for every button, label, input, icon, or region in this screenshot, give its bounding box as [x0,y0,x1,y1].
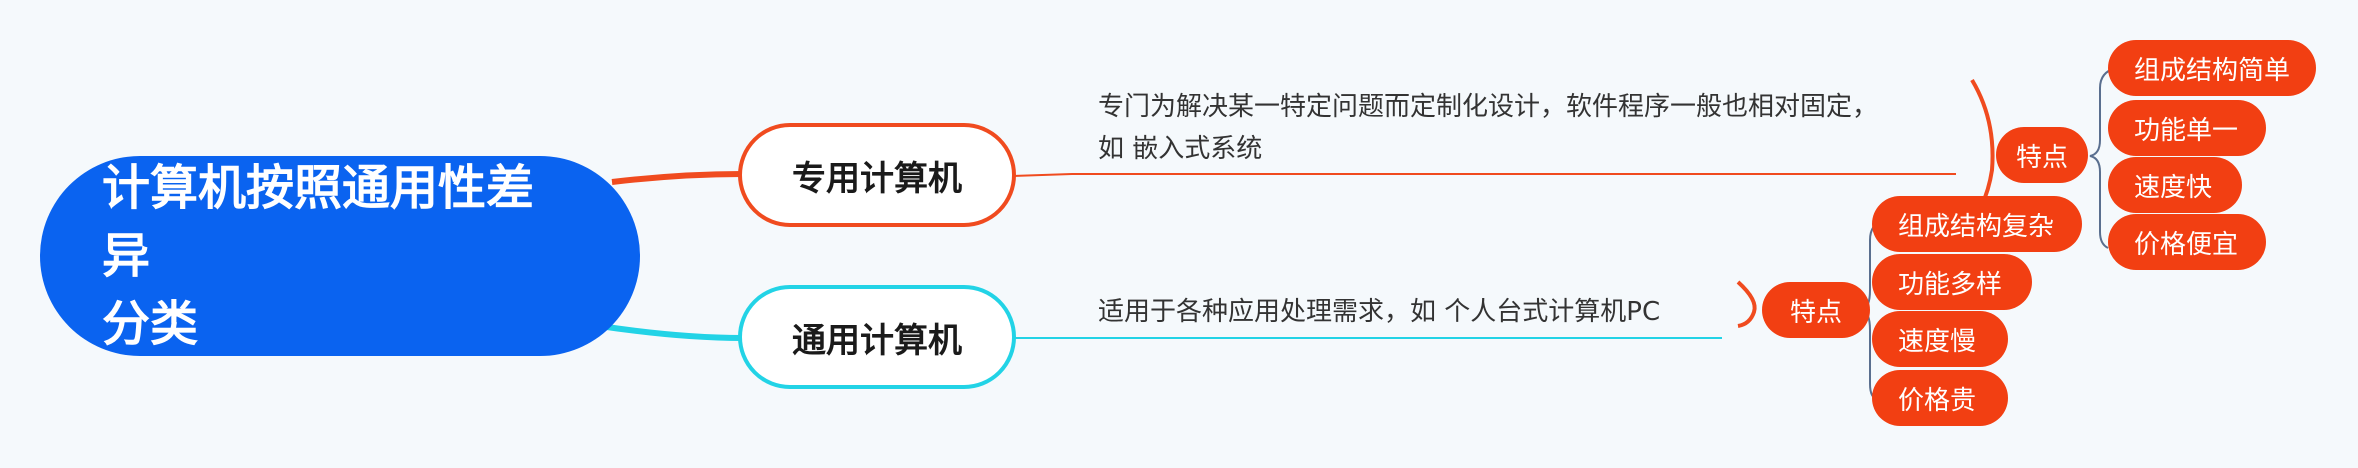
root-title-line2: 分类 [102,296,199,352]
general-description-line1: 适用于各种应用处理需求，如 个人台式计算机PC [1098,297,1661,327]
special-feature-4[interactable]: 价格便宜 [2108,214,2266,270]
root-to-general-connector [599,323,743,341]
root-title-line1: 计算机按照通用性差异 [102,160,535,284]
general-description: 适用于各种应用处理需求，如 个人台式计算机PC [1098,291,1660,333]
special-computer-node[interactable]: 专用计算机 [738,123,1016,227]
general-feature-1[interactable]: 组成结构复杂 [1872,196,2082,252]
special-description-underline [1013,173,1956,177]
special-features-bracket [2089,67,2117,249]
special-feature-label[interactable]: 特点 [1996,127,2088,183]
general-feature-bracket [1736,280,1757,328]
special-feature-1[interactable]: 组成结构简单 [2108,40,2316,96]
special-description: 专门为解决某一特定问题而定制化设计，软件程序一般也相对固定， 如 嵌入式系统 [1098,86,1878,170]
general-feature-label[interactable]: 特点 [1762,282,1870,338]
root-to-special-connector [611,171,743,185]
special-description-line2: 如 嵌入式系统 [1098,134,1263,164]
special-feature-2[interactable]: 功能单一 [2108,100,2266,156]
general-feature-2[interactable]: 功能多样 [1872,254,2032,310]
special-feature-3[interactable]: 速度快 [2108,157,2242,213]
general-computer-node[interactable]: 通用计算机 [738,285,1016,389]
root-node[interactable]: 计算机按照通用性差异 分类 [40,156,640,356]
special-description-line1: 专门为解决某一特定问题而定制化设计，软件程序一般也相对固定， [1098,92,1879,122]
general-feature-3[interactable]: 速度慢 [1872,311,2008,367]
general-feature-4[interactable]: 价格贵 [1872,370,2008,426]
